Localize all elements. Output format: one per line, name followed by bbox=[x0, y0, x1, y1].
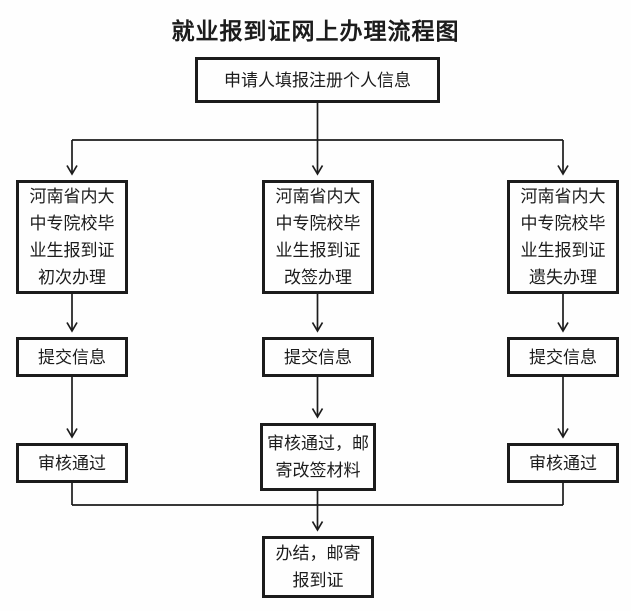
diagram-title: 就业报到证网上办理流程图 bbox=[171, 19, 460, 44]
node-branch-change: 河南省内大 中专院校毕 业生报到证 改签办理 bbox=[262, 180, 374, 294]
node-review-first: 审核通过 bbox=[16, 443, 128, 483]
node-start: 申请人填报注册个人信息 bbox=[195, 57, 440, 103]
node-submit-change: 提交信息 bbox=[262, 337, 374, 377]
node-review-lost: 审核通过 bbox=[507, 443, 619, 483]
node-review-change: 审核通过，邮 寄改签材料 bbox=[260, 423, 376, 491]
node-branch-lost: 河南省内大 中专院校毕 业生报到证 遗失办理 bbox=[507, 180, 619, 294]
node-submit-first: 提交信息 bbox=[16, 337, 128, 377]
node-branch-first: 河南省内大 中专院校毕 业生报到证 初次办理 bbox=[16, 180, 128, 294]
node-end: 办结，邮寄 报到证 bbox=[262, 536, 374, 598]
node-submit-lost: 提交信息 bbox=[507, 337, 619, 377]
